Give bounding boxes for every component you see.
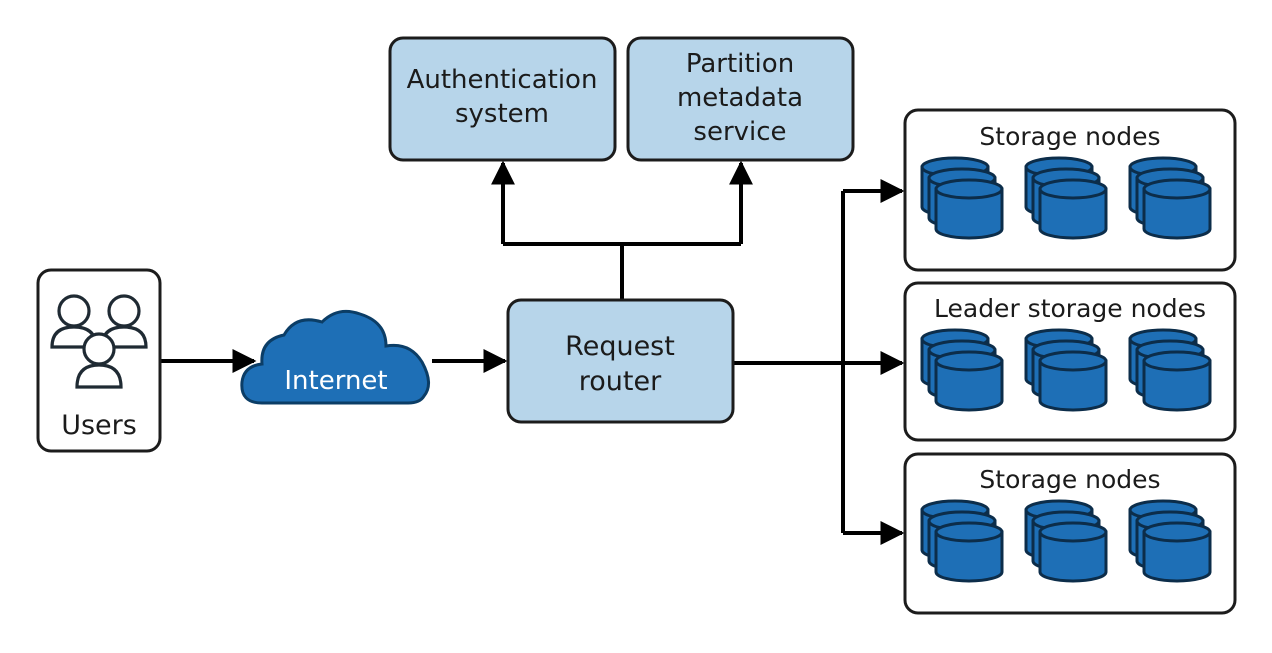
request-router-box xyxy=(506,298,735,424)
storage-group-3: Storage nodes xyxy=(903,452,1237,615)
users-label: Users xyxy=(61,410,137,441)
partition-metadata-label-line2: metadata xyxy=(677,83,803,113)
storage-group-label: Storage nodes xyxy=(979,465,1160,494)
cylinder-body xyxy=(934,187,1004,240)
authentication-node: Authentication system xyxy=(388,36,617,162)
authentication-box xyxy=(388,36,617,162)
partition-metadata-box xyxy=(626,36,855,162)
cylinder-body xyxy=(1142,359,1212,412)
cylinder-top xyxy=(934,350,1004,372)
storage-group-label: Leader storage nodes xyxy=(934,294,1206,323)
storage-group-2: Leader storage nodes xyxy=(903,281,1237,442)
database-stack-icon xyxy=(920,499,1004,583)
internet-label: Internet xyxy=(284,366,387,396)
cylinder-top xyxy=(1142,521,1212,543)
authentication-label-line2: system xyxy=(455,99,549,129)
authentication-label-line1: Authentication xyxy=(407,65,598,95)
cylinder-body xyxy=(934,530,1004,583)
cylinder-top xyxy=(934,521,1004,543)
cylinder-top xyxy=(1142,350,1212,372)
users-icon xyxy=(50,294,148,389)
cylinder-body xyxy=(1038,530,1108,583)
users-node: Users xyxy=(36,268,162,453)
database-stack-icon xyxy=(920,156,1004,240)
database-stack-icon xyxy=(1128,499,1212,583)
request-router-label-line2: router xyxy=(579,366,662,397)
database-stack-icon xyxy=(1128,156,1212,240)
partition-metadata-node: Partition metadata service xyxy=(626,36,855,162)
partition-metadata-label-line3: service xyxy=(693,117,786,147)
cylinder-top xyxy=(934,178,1004,200)
cylinder-body xyxy=(934,359,1004,412)
cylinder-body xyxy=(1038,187,1108,240)
internet-node: Internet xyxy=(240,309,430,405)
cloud-icon xyxy=(240,309,430,405)
storage-group-1: Storage nodes xyxy=(903,108,1237,272)
database-stack-icon xyxy=(1128,328,1212,412)
connectors xyxy=(161,160,905,545)
cylinder-top xyxy=(1038,178,1108,200)
storage-group-label: Storage nodes xyxy=(979,122,1160,151)
partition-metadata-label-line1: Partition xyxy=(686,49,794,79)
database-stack-icon xyxy=(1024,156,1108,240)
database-stack-icon xyxy=(1024,499,1108,583)
cylinder-body xyxy=(1142,187,1212,240)
database-stack-icon xyxy=(920,328,1004,412)
request-router-label-line1: Request xyxy=(565,331,675,362)
database-stack-icon xyxy=(1024,328,1108,412)
cylinder-top xyxy=(1038,521,1108,543)
cylinder-body xyxy=(1142,530,1212,583)
cylinder-body xyxy=(1038,359,1108,412)
cylinder-top xyxy=(1038,350,1108,372)
request-router-node: Request router xyxy=(506,298,735,424)
cylinder-top xyxy=(1142,178,1212,200)
